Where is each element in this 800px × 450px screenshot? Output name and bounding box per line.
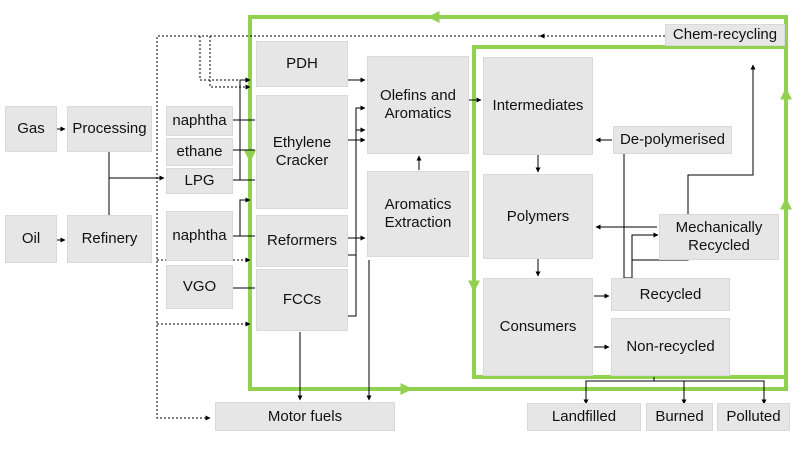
landfilled-box: Landfilled [527, 403, 641, 431]
de-polymerised-label: De-polymerised [619, 131, 726, 148]
gas-label: Gas [17, 120, 45, 137]
de-polymerised-box: De-polymerised [613, 126, 732, 154]
ethylene-cracker-box: Ethylene Cracker [256, 95, 348, 209]
recycled-box: Recycled [611, 278, 730, 311]
processing-box: Processing [67, 106, 152, 152]
polluted-box: Polluted [717, 403, 790, 431]
naphtha-top-label: naphtha [172, 112, 227, 129]
vgo-box: VGO [166, 265, 233, 309]
polymers-box: Polymers [483, 174, 593, 259]
lpg-label: LPG [184, 172, 215, 189]
dotted-connectors [156, 33, 665, 421]
reformers-label: Reformers [266, 232, 337, 249]
reformers-box: Reformers [256, 215, 348, 267]
oil-label: Oil [21, 230, 41, 247]
aromatics-extraction-label: Aromatics Extraction [384, 196, 452, 231]
ethylene-cracker-label: Ethylene Cracker [272, 134, 332, 169]
motor-fuels-box: Motor fuels [215, 402, 395, 431]
lpg-box: LPG [166, 168, 233, 194]
pdh-label: PDH [286, 55, 318, 72]
non-recycled-label: Non-recycled [626, 338, 715, 355]
naphtha-bottom-box: naphtha [166, 211, 233, 261]
non-recycled-box: Non-recycled [611, 318, 730, 376]
use-loop [468, 45, 792, 379]
polluted-label: Polluted [726, 408, 781, 425]
olefins-aromatics-label: Olefins and Aromatics [380, 87, 456, 122]
burned-label: Burned [655, 408, 704, 425]
vgo-label: VGO [182, 278, 217, 295]
chem-recycling-label: Chem-recycling [672, 26, 778, 43]
burned-box: Burned [646, 403, 713, 431]
pdh-box: PDH [256, 41, 348, 87]
ethane-label: ethane [176, 143, 223, 160]
landfilled-label: Landfilled [551, 408, 617, 425]
processing-label: Processing [72, 120, 147, 137]
ethane-box: ethane [166, 138, 233, 166]
fccs-box: FCCs [256, 269, 348, 331]
refinery-label: Refinery [81, 230, 138, 247]
refinery-box: Refinery [67, 215, 152, 263]
polymers-label: Polymers [506, 207, 570, 225]
fccs-label: FCCs [282, 291, 322, 308]
olefins-aromatics-box: Olefins and Aromatics [367, 56, 469, 154]
motor-fuels-label: Motor fuels [267, 407, 343, 425]
recycled-label: Recycled [639, 285, 702, 303]
intermediates-label: Intermediates [492, 97, 584, 114]
oil-box: Oil [5, 215, 57, 263]
mechanically-recycled-label: Mechanically Recycled [675, 219, 763, 254]
aromatics-extraction-box: Aromatics Extraction [367, 171, 469, 257]
consumers-box: Consumers [483, 278, 593, 376]
gas-box: Gas [5, 106, 57, 152]
consumers-label: Consumers [499, 318, 577, 335]
intermediates-box: Intermediates [483, 57, 593, 155]
mechanically-recycled-box: Mechanically Recycled [659, 214, 779, 260]
chem-recycling-box: Chem-recycling [665, 24, 785, 46]
naphtha-top-box: naphtha [166, 106, 233, 136]
naphtha-bottom-label: naphtha [172, 227, 227, 244]
